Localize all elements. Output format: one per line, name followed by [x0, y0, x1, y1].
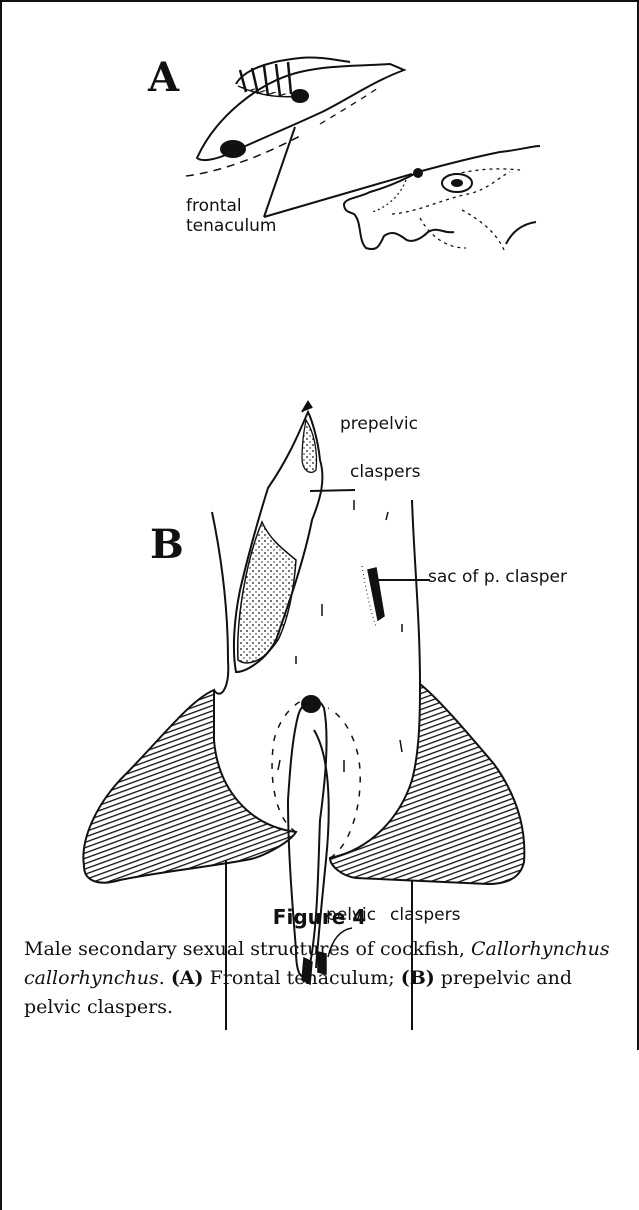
- prepelvic-label: prepelvic: [340, 414, 418, 434]
- frontal-tenaculum-label-line2: tenaculum: [186, 216, 277, 236]
- head-profile-drawing: [344, 146, 540, 250]
- caption-panel-b-tag: (B): [401, 967, 435, 989]
- frontal-tenaculum-label-line1: frontal: [186, 196, 242, 216]
- figure-caption: Male secondary sexual structures of cock…: [24, 935, 624, 1022]
- tenaculum-pointer-line-2: [264, 174, 412, 217]
- prepelvic-claspers-label: claspers: [350, 462, 420, 482]
- caption-panel-a-text: Frontal tenaculum;: [204, 967, 401, 989]
- figure-title: Figure 4: [0, 905, 639, 929]
- caption-text-1: Male secondary sexual structures of cock…: [24, 938, 471, 960]
- caption-text-2: .: [159, 967, 171, 989]
- tenaculum-pointer-line-1: [264, 127, 295, 217]
- tenaculum-closeup-drawing: [186, 57, 404, 176]
- prepelvic-pointer-line: [310, 490, 355, 491]
- panel-a-letter: A: [148, 58, 179, 98]
- caption-panel-a-tag: (A): [171, 967, 204, 989]
- panel-b-letter: B: [150, 525, 184, 565]
- sac-of-p-clasper-label: sac of p. clasper: [428, 567, 567, 587]
